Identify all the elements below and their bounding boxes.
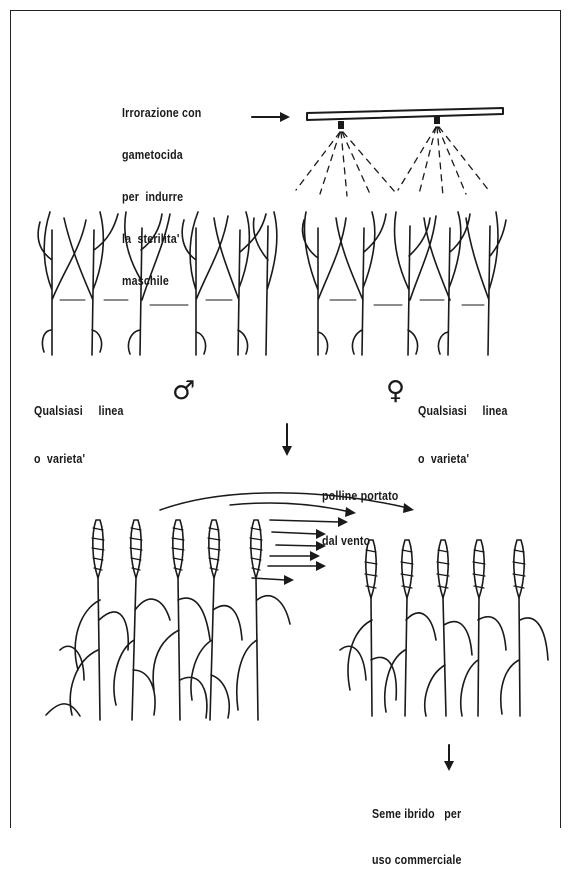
pollen-label-line: dal vento [322, 534, 398, 548]
male-symbol-icon: ♂ [172, 378, 195, 404]
hybrid-seed-label: Seme ibrido per uso commerciale [372, 779, 462, 881]
male-label-line: Qualsiasi linea [34, 404, 124, 418]
male-line-label: Qualsiasi linea o varieta' [34, 376, 124, 480]
down-arrow-middle [282, 424, 292, 456]
spray-cone-left [296, 132, 395, 196]
female-label-line: o varieta' [418, 452, 508, 466]
spray-label-line: per indurre [122, 190, 201, 204]
seed-label-line: uso commerciale [372, 853, 462, 867]
seed-label-line: Seme ibrido per [372, 807, 462, 821]
young-plants-right [303, 212, 506, 355]
spray-arrow [252, 112, 290, 122]
sprayer-boom [307, 108, 503, 129]
spray-label-line: la sterilita' [122, 232, 201, 246]
spray-label: Irrorazione con gametocida per indurre l… [122, 78, 201, 302]
mature-plants-right [340, 540, 548, 716]
spray-label-line: gametocida [122, 148, 201, 162]
spray-cone-right [398, 127, 490, 196]
down-arrow-bottom [444, 745, 454, 771]
spray-label-line: Irrorazione con [122, 106, 201, 120]
pollen-label: polline portato dal vento [322, 461, 398, 562]
mature-plants-left [46, 520, 290, 720]
male-label-line: o varieta' [34, 452, 124, 466]
female-line-label: Qualsiasi linea o varieta' [418, 376, 508, 480]
female-label-line: Qualsiasi linea [418, 404, 508, 418]
female-symbol-icon: ♀ [386, 378, 405, 404]
spray-label-line: maschile [122, 274, 201, 288]
pollen-label-line: polline portato [322, 489, 398, 503]
